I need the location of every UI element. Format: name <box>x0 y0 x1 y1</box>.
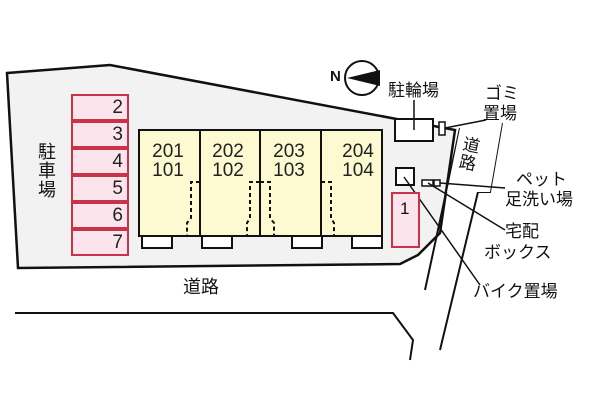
interior-dashed-lines <box>186 181 335 236</box>
pet-footwash-1 <box>421 179 434 187</box>
pet-footwash-label-line1: ペット <box>516 170 567 190</box>
unit-lower: 101 <box>152 160 184 181</box>
parking-slot: 4 <box>71 148 129 175</box>
main-road-edge <box>15 312 415 361</box>
bike-parking-label: バイク置場 <box>473 282 558 302</box>
parking-slot: 5 <box>71 175 129 202</box>
garbage-area <box>438 121 446 136</box>
unit-upper: 202 <box>212 141 244 162</box>
bicycle-parking-label: 駐輪場 <box>388 81 439 101</box>
unit-203-103: 203 103 <box>264 142 314 180</box>
main-road-label: 道路 <box>183 277 219 298</box>
pet-footwash-label-line2: 足洗い場 <box>505 190 573 210</box>
parking-slot: 2 <box>71 94 129 121</box>
pet-footwash-2 <box>433 179 441 187</box>
side-road-edge-left <box>424 127 461 291</box>
delivery-box <box>395 167 415 186</box>
unit-upper: 204 <box>342 141 374 162</box>
unit-lower: 102 <box>212 160 244 181</box>
side-road-label-box <box>447 123 502 192</box>
parking-slot-1 <box>391 192 420 248</box>
unit-202-102: 202 102 <box>203 142 253 180</box>
garbage-label-line1: ゴミ <box>485 84 519 104</box>
unit-upper: 203 <box>273 141 305 162</box>
parking-slot: 7 <box>71 229 129 256</box>
unit-lower: 104 <box>342 160 374 181</box>
parking-slot-1-label: 1 <box>400 199 410 218</box>
garbage-label-line2: 置場 <box>483 104 517 124</box>
unit-204-104: 204 104 <box>333 142 383 180</box>
delivery-box-label-line2: ボックス <box>484 243 552 263</box>
unit-201-101: 201 101 <box>143 142 193 180</box>
leader-lines <box>403 100 506 286</box>
delivery-box-label-line1: 宅配 <box>505 222 539 242</box>
parking-slot: 3 <box>71 121 129 148</box>
parking-slot: 6 <box>71 202 129 229</box>
entrance-steps <box>141 235 383 249</box>
north-arrow-icon <box>344 60 380 96</box>
compass-label: N <box>330 68 341 85</box>
parking-label: 駐車場 <box>35 142 56 199</box>
unit-upper: 201 <box>152 141 184 162</box>
unit-lower: 103 <box>273 160 305 181</box>
